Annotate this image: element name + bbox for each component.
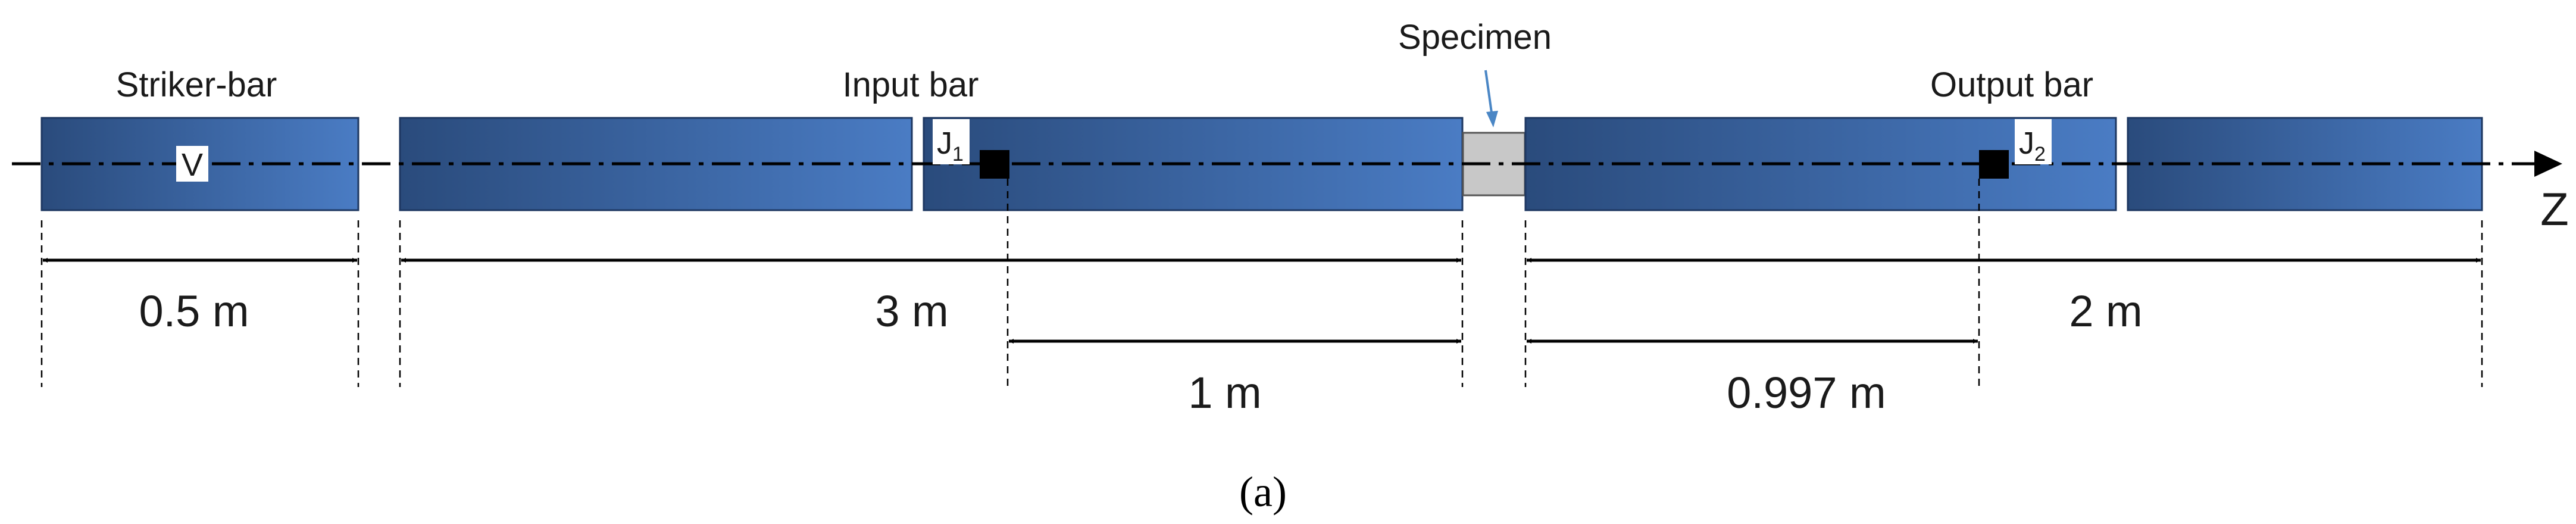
strain-gauge-1 (980, 150, 1009, 179)
strain-gauge-2 (1979, 150, 2009, 179)
specimen-label: Specimen (1398, 18, 1552, 57)
axis-z-label: Z (2540, 183, 2569, 235)
output-length-label: 2 m (2069, 286, 2142, 336)
input-length-label: 3 m (875, 286, 948, 336)
gauge-1-label-box (933, 119, 970, 164)
striker-length-label: 0.5 m (139, 286, 249, 336)
striker-bar-label: Striker-bar (116, 66, 277, 104)
velocity-label-box (176, 146, 208, 182)
gauge-2-label-box (2015, 119, 2052, 164)
velocity-label: V (182, 147, 203, 183)
specimen-pointer-arrow (1484, 70, 1498, 127)
input-bar-label: Input bar (843, 66, 979, 104)
extension-lines (40, 179, 2483, 387)
gauge2-distance-label: 0.997 m (1727, 368, 1886, 417)
gauge-2-label: J2 (2019, 126, 2046, 166)
gauge1-distance-label: 1 m (1188, 368, 1261, 417)
output-bar-label: Output bar (1930, 66, 2093, 104)
center-axis (12, 151, 2562, 177)
figure-caption: (a) (1239, 468, 1287, 516)
gauge-1-label: J1 (937, 126, 964, 166)
